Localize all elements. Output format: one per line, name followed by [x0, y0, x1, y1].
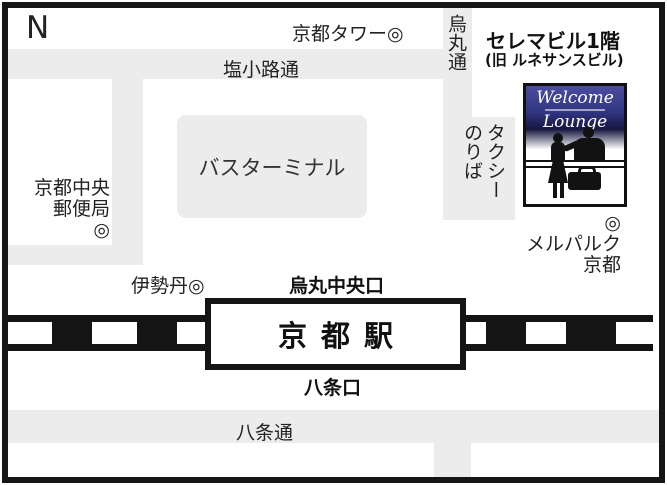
isetan-label: 伊勢丹◎ — [131, 275, 205, 297]
road-left-vertical — [112, 79, 143, 265]
road-hachijo — [8, 410, 659, 443]
railway-line-left — [8, 315, 205, 351]
clerk-body-icon — [574, 138, 605, 160]
street-shiokoji-label: 塩小路通 — [223, 59, 300, 81]
welcome-lounge-line2: Lounge — [542, 112, 608, 132]
street-hachijo-label: 八条通 — [236, 422, 294, 444]
former-building-label: (旧 ルネサンスビル) — [485, 51, 624, 69]
welcome-lounge-sign: Welcome Lounge — [523, 83, 627, 207]
traveler-silhouette-icon — [553, 133, 563, 143]
kyoto-station-box: 京都駅 — [205, 298, 466, 370]
taxi-stand-area — [443, 117, 515, 220]
counter-line2-icon — [526, 166, 624, 168]
kyoto-station-label: 京都駅 — [277, 319, 407, 353]
bus-terminal-block: バスターミナル — [177, 115, 367, 218]
traveler-leg2-icon — [560, 182, 564, 198]
welcome-lounge-tagline-rule — [544, 109, 606, 111]
suitcase-handle-icon — [578, 166, 596, 177]
road-south-stub — [434, 443, 471, 477]
compass-north-label: N — [26, 10, 50, 46]
traveler-leg-icon — [553, 182, 557, 198]
traveler-skirt-icon — [548, 160, 568, 183]
welcome-lounge-line1: Welcome — [536, 88, 614, 108]
hachijo-exit-label: 八条口 — [304, 377, 362, 399]
clerk-silhouette-icon — [583, 127, 594, 138]
mielparque-kyoto-label: ◎ メルパルク 京都 — [525, 212, 621, 276]
kyoto-tower-label: 京都タワー◎ — [292, 23, 404, 45]
road-shiokoji — [8, 49, 472, 79]
bus-terminal-label: バスターミナル — [198, 155, 346, 180]
street-karasuma-label: 烏丸通 — [445, 14, 467, 71]
cerema-building-label: セレマビル1階 — [486, 29, 620, 53]
karasuma-central-exit-label: 烏丸中央口 — [289, 275, 385, 297]
counter-line-icon — [526, 160, 624, 162]
post-office-label: 京都中央 郵便局 ◎ — [33, 177, 110, 241]
traveler-body-icon — [551, 142, 565, 162]
road-left-connector — [8, 245, 143, 265]
taxi-stand-label: タクシー のりば — [461, 123, 506, 199]
railway-line-right — [466, 315, 653, 351]
